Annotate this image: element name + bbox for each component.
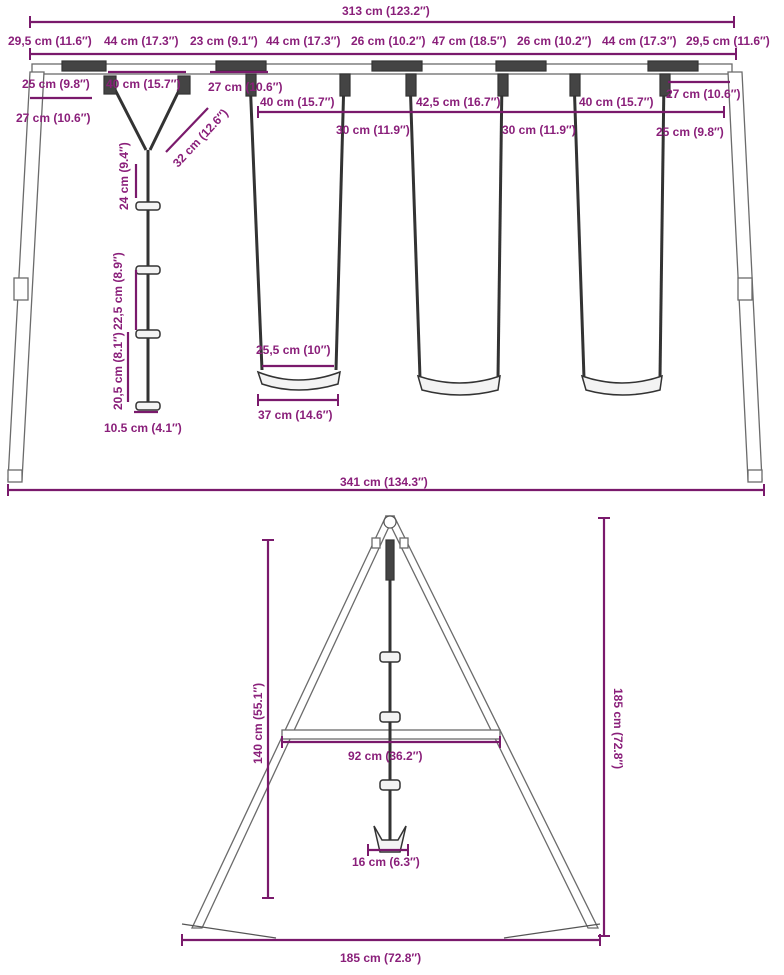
belt-swing-1 (245, 73, 351, 391)
rope-offset-30b-label: 30 cm (11.9″) (502, 123, 576, 137)
segment-6-label: 47 cm (18.5″) (432, 34, 506, 48)
left-offset-25-label: 25 cm (9.8″) (22, 77, 90, 91)
swing-spacing-40b-label: 40 cm (15.7″) (579, 95, 653, 109)
ladder-step-225-label: 22,5 cm (8.9″) (111, 252, 125, 330)
left-bracket-27-label: 27 cm (10.6″) (208, 80, 282, 94)
front-legs (7, 71, 763, 483)
segment-5-label: 26 cm (10.2″) (351, 34, 425, 48)
swing-spacing-40a-label: 40 cm (15.7″) (260, 95, 334, 109)
seat-inner-width-label: 25,5 cm (10″) (256, 343, 330, 357)
segment-9-label: 29,5 cm (11.6″) (686, 34, 770, 48)
side-base-width-label: 185 cm (72.8″) (340, 951, 421, 965)
side-view: 140 cm (55.1″) 185 cm (72.8″) 92 cm (36.… (181, 515, 625, 965)
side-height-140-label: 140 cm (55.1″) (251, 683, 265, 764)
side-height-185-label: 185 cm (72.8″) (611, 688, 625, 769)
segment-8-label: 44 cm (17.3″) (602, 34, 676, 48)
beam-brackets (61, 60, 699, 72)
rope-ladder (103, 75, 191, 411)
belt-swing-2 (405, 73, 509, 396)
segment-2-label: 44 cm (17.3″) (104, 34, 178, 48)
swing-spacing-425-label: 42,5 cm (16.7″) (416, 95, 500, 109)
belt-swing-3 (569, 73, 671, 396)
ladder-top-width-label: 40 cm (15.7″) (106, 77, 180, 91)
segment-7-label: 26 cm (10.2″) (517, 34, 591, 48)
crossbar-width-label: 92 cm (36.2″) (348, 749, 422, 763)
segment-4-label: 44 cm (17.3″) (266, 34, 340, 48)
segment-3-label: 23 cm (9.1″) (190, 34, 258, 48)
ladder-rung-105-label: 10.5 cm (4.1″) (104, 421, 182, 435)
right-offset-25-label: 25 cm (9.8″) (656, 125, 724, 139)
front-dimension-lines (7, 16, 765, 496)
base-width-label: 341 cm (134.3″) (340, 475, 428, 489)
total-top-width-label: 313 cm (123.2″) (342, 4, 430, 18)
ladder-step-24-label: 24 cm (9.4″) (117, 142, 131, 210)
segment-1-label: 29,5 cm (11.6″) (8, 34, 92, 48)
rope-offset-30a-label: 30 cm (11.9″) (336, 123, 410, 137)
side-dimension-lines (181, 517, 610, 946)
step-width-label: 16 cm (6.3″) (352, 855, 420, 869)
left-offset-27-label: 27 cm (10.6″) (16, 111, 90, 125)
ladder-step-205-label: 20,5 cm (8.1″) (111, 332, 125, 410)
right-offset-27-label: 27 cm (10.6″) (666, 87, 740, 101)
side-rope-ladder (373, 539, 407, 853)
seat-outer-width-label: 37 cm (14.6″) (258, 408, 332, 422)
a-frame-legs (190, 515, 600, 929)
front-view: 313 cm (123.2″) 29,5 cm (11.6″) 44 cm (1… (7, 4, 770, 496)
